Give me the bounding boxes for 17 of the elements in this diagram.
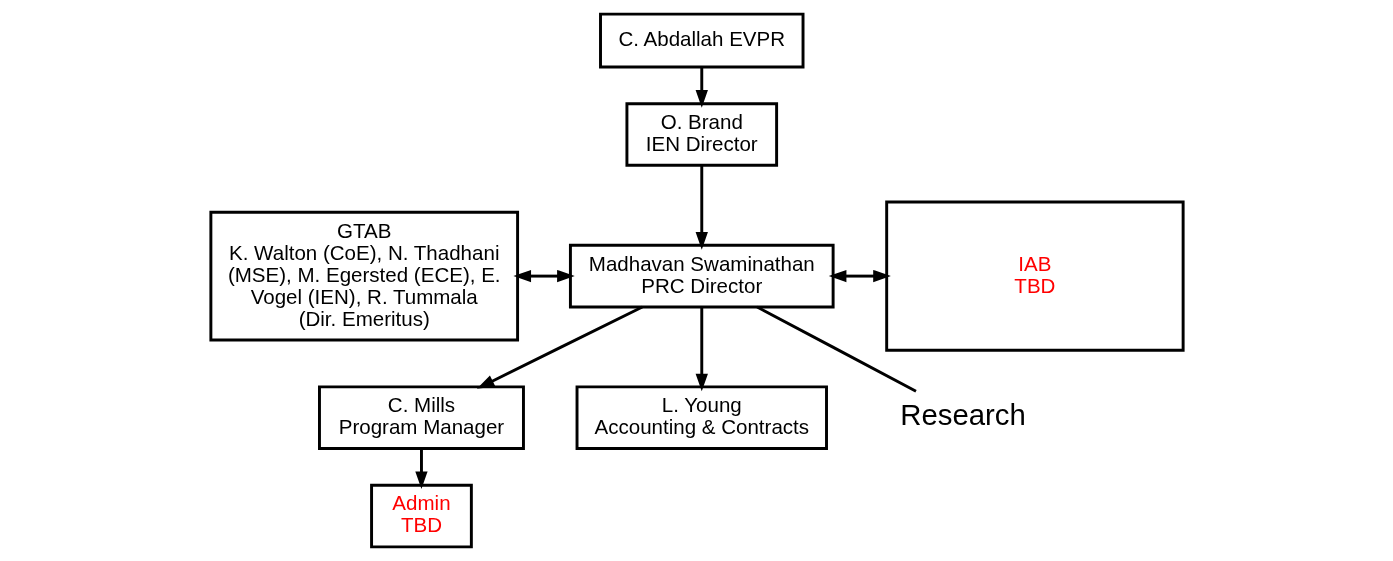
node-box: C. Mills Program Manager: [317, 385, 525, 450]
node-box: O. Brand IEN Director: [624, 102, 778, 167]
node-box: Admin TBD: [369, 483, 473, 549]
node-box: C. Abdallah EVPR: [598, 12, 804, 69]
node-box: Madhavan Swaminathan PRC Director: [568, 243, 835, 309]
arrow: [476, 305, 643, 389]
node-box: L. Young Accounting & Contracts: [575, 385, 828, 450]
node-box: GTAB K. Walton (CoE), N. Thadhani (MSE), M. Egersted (ECE), E. Vogel (IEN), R. Tummala (Dir. Emeritus): [208, 210, 519, 342]
arrow: [695, 306, 708, 392]
arrow: [414, 448, 428, 490]
node-box: IAB TBD: [884, 200, 1185, 352]
arrow: [512, 269, 575, 283]
arrow: [828, 269, 891, 283]
arrow: [695, 67, 708, 108]
arrow: [695, 165, 708, 250]
node-text: Research: [899, 398, 1026, 432]
connector: [755, 305, 917, 393]
